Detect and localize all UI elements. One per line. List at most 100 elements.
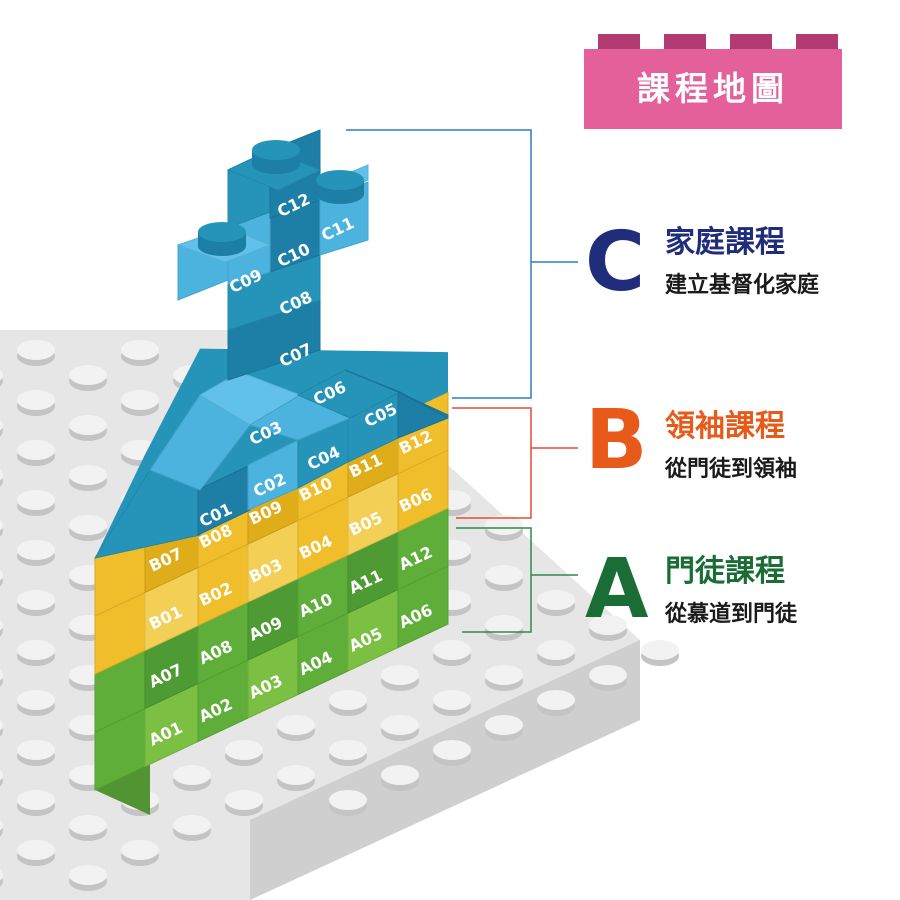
plate-stud-top [17,540,55,560]
plate-stud [17,490,55,516]
tower-stud-top [198,222,246,242]
plate-stud-top [485,665,523,685]
plate-stud-top [0,619,3,631]
plate-stud [0,519,3,537]
plate-stud [17,340,55,366]
plate-stud-top [69,365,107,385]
plate-stud-top [433,640,471,660]
plate-stud-top [329,790,367,810]
tower-stud [252,140,300,174]
plate-stud-top [17,740,55,760]
plate-stud [433,740,471,766]
plate-stud-top [537,640,575,660]
plate-stud-top [485,715,523,735]
plate-stud-top [381,665,419,685]
plate-stud [69,515,107,541]
tower-stud [198,222,246,256]
plate-stud-top [121,390,159,410]
plate-stud [69,365,107,391]
course-c-letter: C [585,215,646,310]
plate-stud [69,465,107,491]
plate-stud [0,619,3,637]
course-c-title: 家庭課程 [665,225,785,260]
plate-stud-top [0,469,3,481]
badge-title: 課程地圖 [637,69,789,108]
plate-stud-top [485,615,523,635]
plate-stud-top [69,815,107,835]
plate-stud-top [17,390,55,410]
plate-stud-top [17,640,55,660]
plate-stud [225,740,263,766]
bracket-a [456,527,532,633]
tower-stud-bottom [252,154,300,174]
plate-stud [173,765,211,791]
course-a-letter: A [585,542,649,637]
plate-stud-top [173,765,211,785]
plate-stud [0,419,3,437]
plate-stud-top [225,740,263,760]
plate-stud [485,565,523,591]
plate-stud [0,669,3,687]
plate-stud [0,469,3,487]
plate-stud [17,540,55,566]
plate-stud [433,640,471,666]
plate-stud-top [17,340,55,360]
plate-stud [0,719,3,737]
plate-stud-top [17,790,55,810]
plate-stud [17,590,55,616]
plate-stud-top [433,740,471,760]
section-brackets [346,129,578,633]
plate-stud-top [0,369,3,381]
plate-stud [381,715,419,741]
plate-stud [0,819,3,837]
plate-stud [0,869,3,887]
tower-stud [316,170,364,204]
plate-stud-top [17,690,55,710]
plate-stud [589,615,627,641]
plate-stud [69,415,107,441]
roof-brick [344,369,449,419]
plate-stud-top [17,440,55,460]
plate-stud-top [485,515,523,535]
plate-stud [121,390,159,416]
plate-stud [329,740,367,766]
plate-stud-top [0,569,3,581]
plate-stud-top [69,465,107,485]
plate-stud-top [0,869,3,881]
plate-stud-top [537,690,575,710]
plate-stud-top [69,515,107,535]
roof-brick [397,391,449,439]
plate-stud-top [17,590,55,610]
plate-stud [17,440,55,466]
plate-stud-top [277,715,315,735]
brick-building: A01A02A03A04A05A06A07A08A09A10A11A12B01B… [93,129,449,815]
plate-stud [17,690,55,716]
plate-stud [433,690,471,716]
plate-stud [0,769,3,787]
plate-stud [17,740,55,766]
plate-stud [0,369,3,387]
plate-stud-top [0,419,3,431]
plate-stud [0,569,3,587]
plate-stud-top [485,565,523,585]
plate-stud-top [589,665,627,685]
plate-stud [121,840,159,866]
plate-stud-top [69,415,107,435]
plate-stud-top [329,690,367,710]
tower-stud-bottom [316,184,364,204]
plate-stud [485,615,523,641]
bracket-c [346,129,532,399]
course-a-subtitle: 從慕道到門徒 [665,602,798,627]
plate-stud-top [0,669,3,681]
plate-stud [17,790,55,816]
plate-stud-top [381,765,419,785]
plate-stud-top [0,519,3,531]
plate-stud [381,665,419,691]
plate-stud-top [537,590,575,610]
course-b-subtitle: 從門徒到領袖 [665,457,798,482]
plate-stud-top [0,819,3,831]
plate-stud-top [17,490,55,510]
plate-stud [537,640,575,666]
plate-stud [485,515,523,541]
tower-stud-top [252,140,300,160]
